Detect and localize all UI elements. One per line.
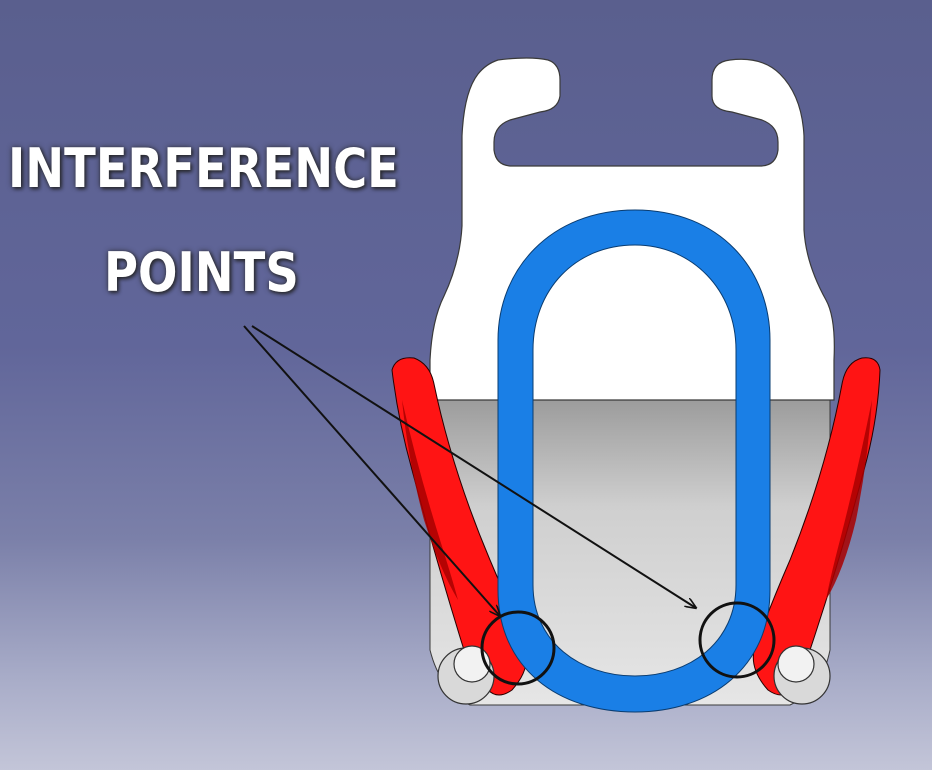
annotation-title-line1: INTERFERENCE xyxy=(8,137,399,200)
clip-arm-right-shadow xyxy=(826,400,872,600)
annotation-title-line2: POINTS xyxy=(104,241,299,304)
arrow-right xyxy=(251,325,696,608)
pivot-pin-left-inner xyxy=(453,645,491,683)
arrow-left xyxy=(243,325,500,616)
blue-ring xyxy=(497,209,771,713)
interference-circle-right xyxy=(698,601,776,679)
pivot-pin-right-inner xyxy=(777,645,815,683)
interference-circle-left xyxy=(480,610,556,686)
